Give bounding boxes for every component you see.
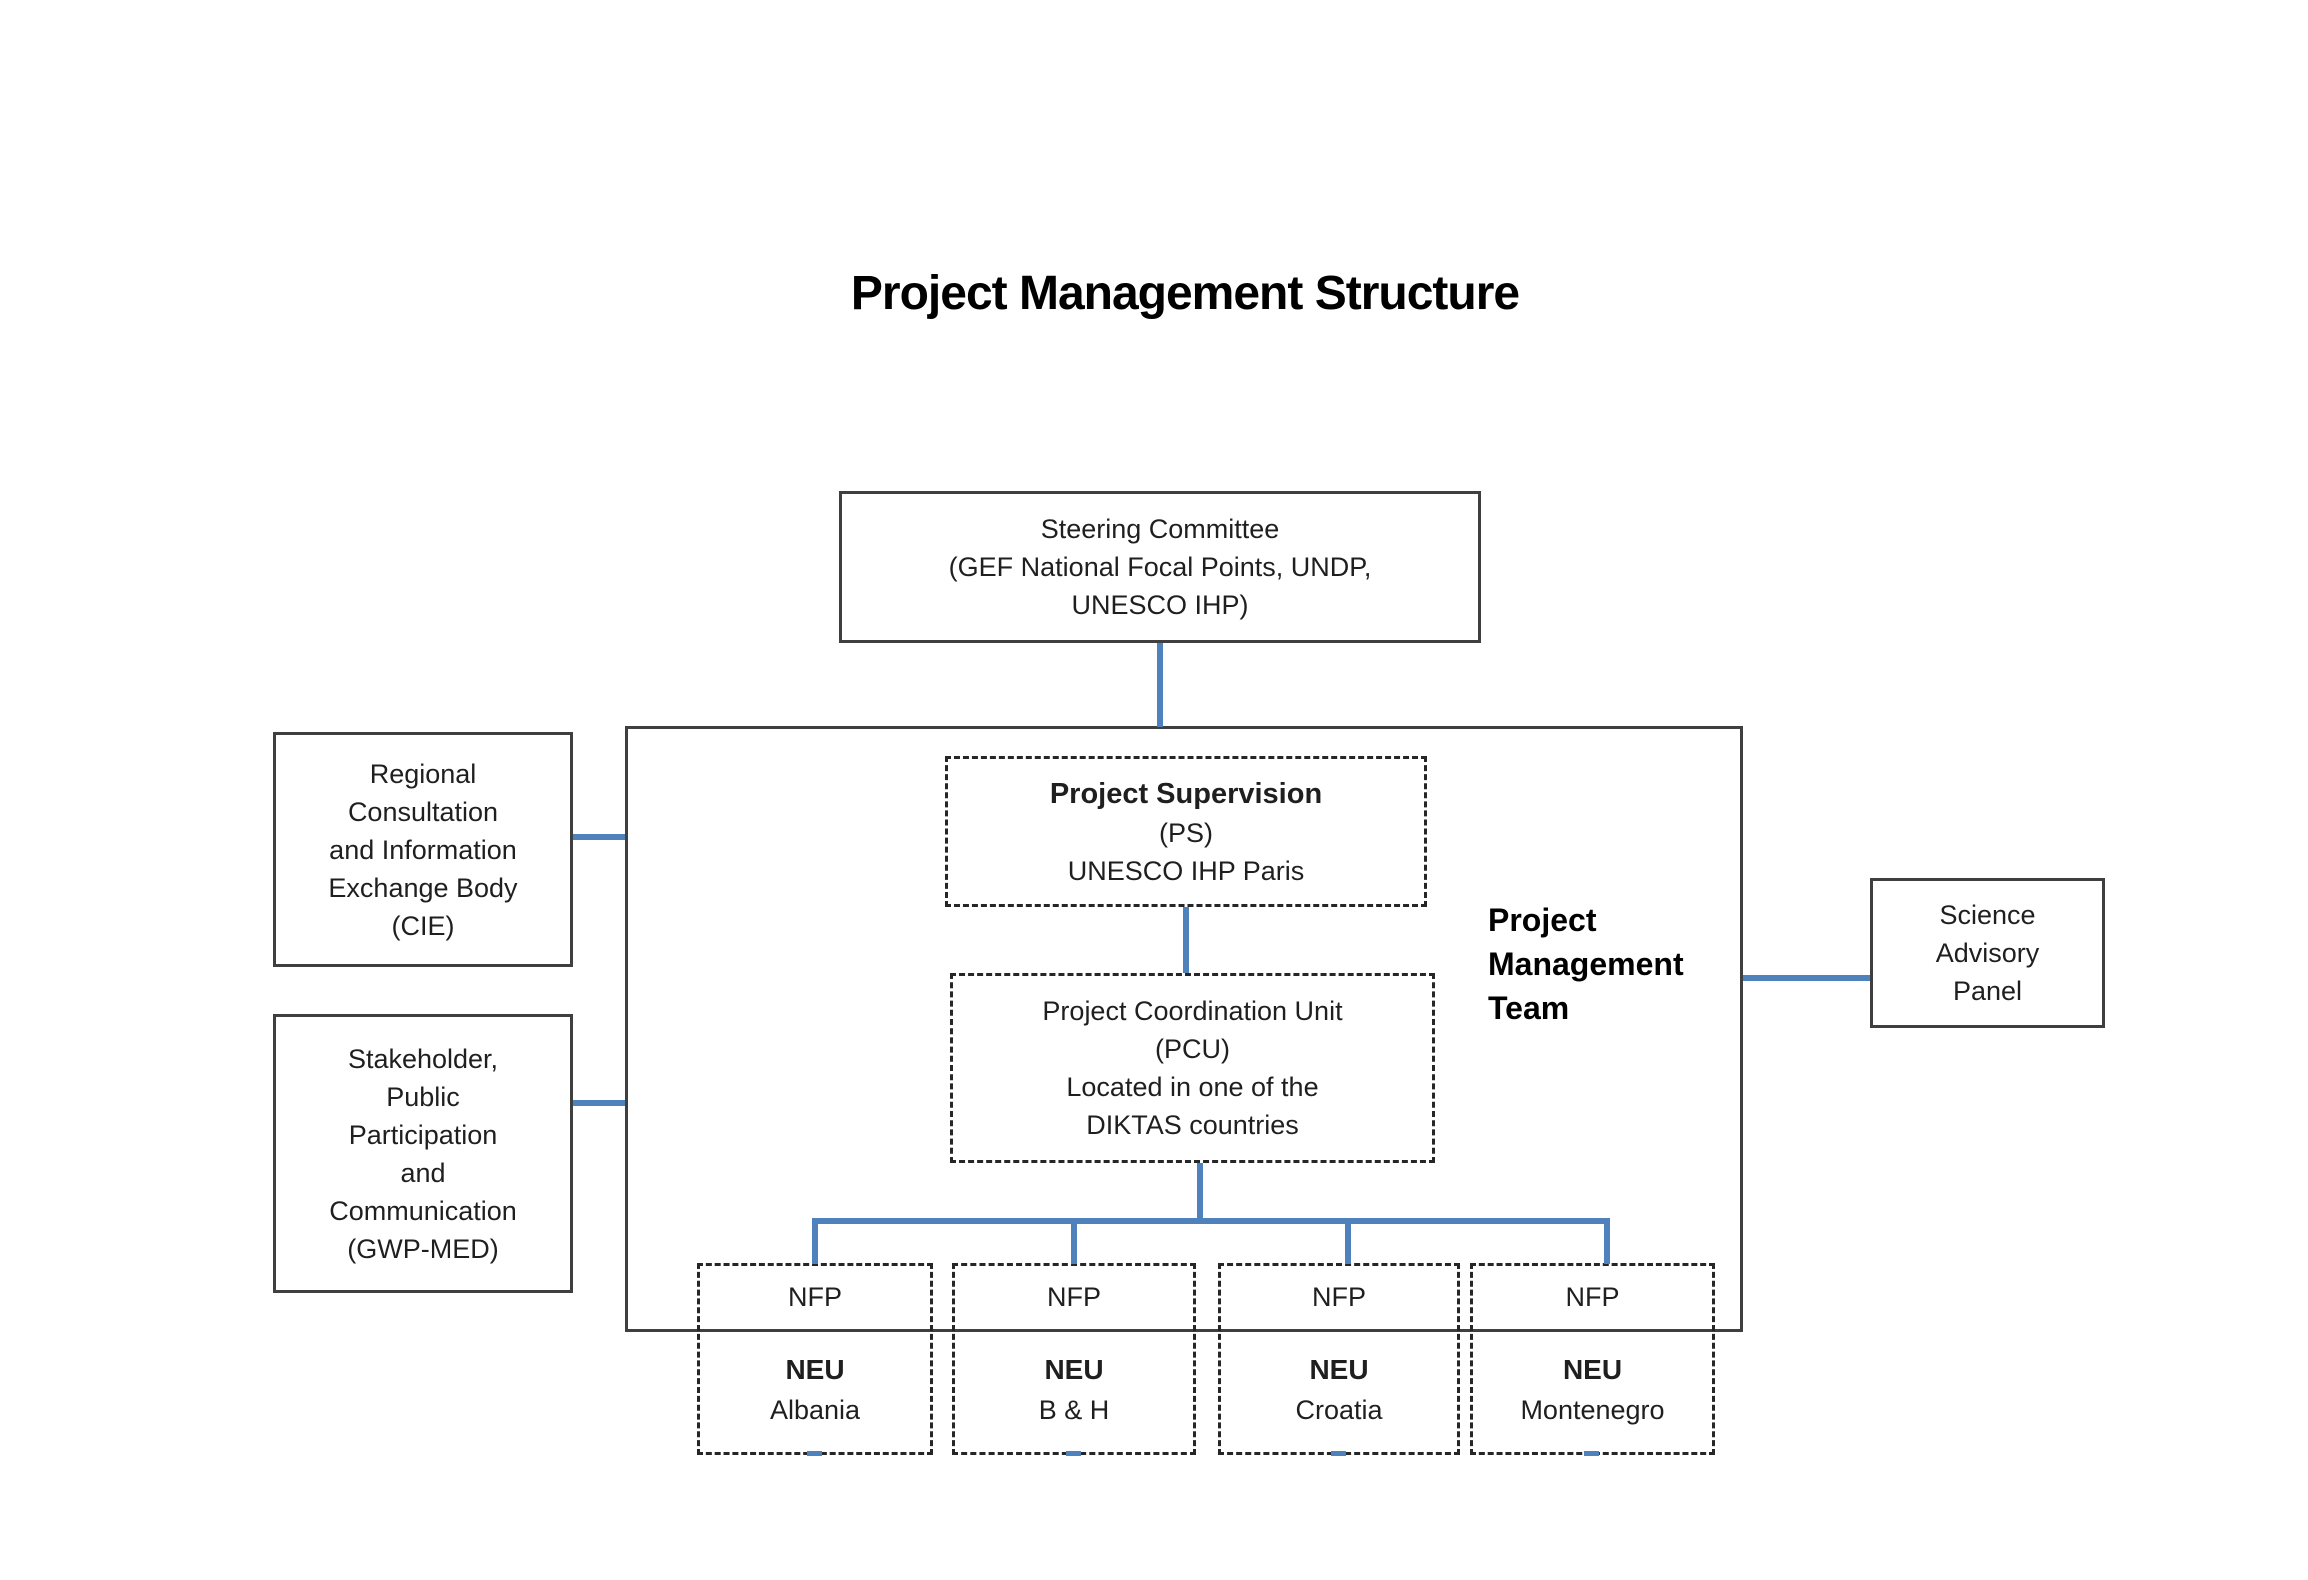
diagram-title: Project Management Structure [850,267,1520,320]
connector-mark-montenegro [1584,1451,1599,1456]
neu-label: NEU [785,1354,845,1385]
connector-ps-to-pcu [1183,907,1189,973]
steering-committee-text: Steering Committee (GEF National Focal P… [948,514,1372,620]
neu-country-croatia: Croatia [1295,1395,1383,1425]
project-coordination-unit-box: Project Coordination Unit (PCU) Located … [950,973,1435,1163]
nfp-label: NFP [788,1282,842,1312]
national-unit-croatia-box: NFP NEU Croatia [1218,1263,1460,1455]
nfp-label: NFP [1565,1282,1620,1312]
connector-bus-to-croatia [1345,1218,1351,1264]
project-management-team-label: Project Management Team [1488,902,1684,1026]
neu-label: NEU [1562,1354,1623,1385]
nfp-label: NFP [1312,1282,1366,1312]
connector-cie-to-frame [573,834,625,840]
stakeholder-participation-box: Stakeholder, Public Participation and Co… [273,1014,573,1293]
project-coordination-unit-text: Project Coordination Unit (PCU) Located … [1042,996,1343,1140]
neu-label: NEU [1309,1354,1369,1385]
project-management-team-frame [625,726,1743,1332]
connector-mark-albania [807,1451,822,1456]
steering-committee-box: Steering Committee (GEF National Focal P… [839,491,1481,643]
regional-consultation-body-text: Regional Consultation and Information Ex… [328,758,518,941]
connector-bus-to-albania [812,1218,818,1264]
nfp-label: NFP [1047,1282,1101,1312]
project-supervision-heading: Project Supervision [1049,777,1323,810]
connector-bus [812,1218,1610,1224]
regional-consultation-body-box: Regional Consultation and Information Ex… [273,732,573,967]
neu-country-albania: Albania [769,1395,861,1425]
science-advisory-panel-box: Science Advisory Panel [1870,878,2105,1028]
national-unit-bh-box: NFP NEU B & H [952,1263,1196,1455]
national-unit-montenegro-box: NFP NEU Montenegro [1470,1263,1715,1455]
connector-frame-to-science-panel [1743,975,1870,981]
connector-pcu-to-bus [1197,1163,1203,1221]
project-supervision-box: Project Supervision (PS) UNESCO IHP Pari… [945,756,1427,907]
neu-country-montenegro: Montenegro [1520,1395,1665,1425]
connector-bus-to-bh [1071,1218,1077,1264]
connector-mark-bh [1066,1451,1081,1456]
neu-country-bh: B & H [1038,1395,1110,1425]
national-unit-albania-box: NFP NEU Albania [697,1263,933,1455]
connector-steering-to-frame [1157,643,1163,727]
connector-mark-croatia [1331,1451,1346,1456]
science-advisory-panel-text: Science Advisory Panel [1935,900,2040,1006]
connector-gwp-to-frame [573,1100,625,1106]
stakeholder-participation-text: Stakeholder, Public Participation and Co… [329,1043,517,1264]
connector-bus-to-montenegro [1604,1218,1610,1264]
project-supervision-text: (PS) UNESCO IHP Paris [1067,817,1305,886]
neu-label: NEU [1044,1354,1104,1385]
